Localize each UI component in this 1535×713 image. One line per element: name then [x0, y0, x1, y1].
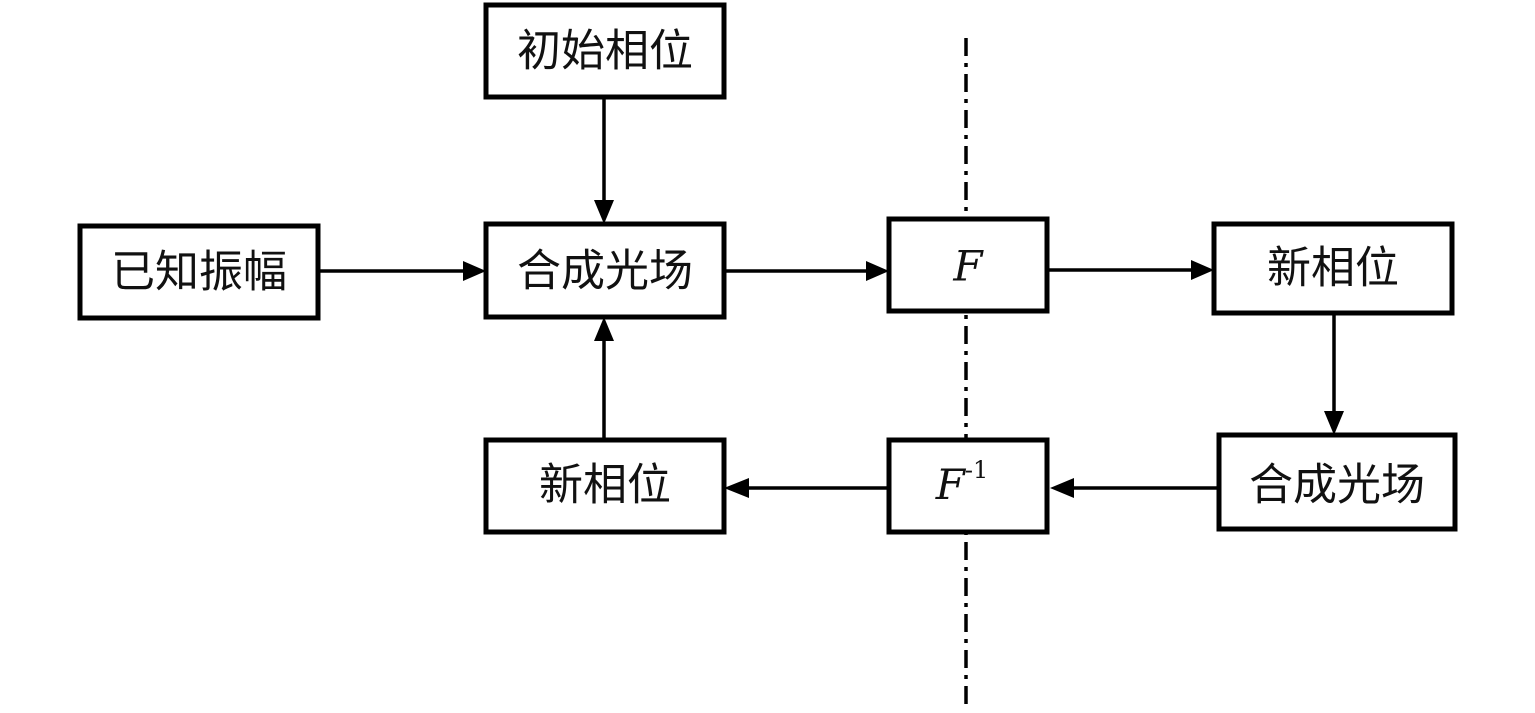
arrow-initial-phase-to-combined-field	[594, 97, 614, 224]
arrow-new-phase-to-combined-field-feedback	[594, 317, 614, 440]
node-new-phase-2: 新相位	[483, 437, 727, 535]
node-inverse-fourier-transform: F-1	[886, 437, 1050, 535]
node-fourier-transform: F	[886, 216, 1050, 314]
connectors	[318, 97, 1344, 498]
node-combined-field-1: 合成光场	[483, 221, 727, 320]
arrow-fourier-to-new-phase	[1047, 260, 1214, 280]
combined-field-2-label: 合成光场	[1249, 460, 1425, 511]
known-amplitude-label: 已知振幅	[111, 247, 287, 298]
arrow-combined-field-to-inverse-fourier	[1050, 478, 1219, 498]
initial-phase-label: 初始相位	[517, 26, 693, 77]
node-new-phase-1: 新相位	[1211, 221, 1455, 316]
arrow-inverse-fourier-to-new-phase	[724, 478, 889, 498]
inverse-fourier-base: F	[935, 460, 967, 509]
node-initial-phase: 初始相位	[483, 2, 727, 100]
inverse-fourier-label: F-1	[935, 456, 989, 509]
new-phase-1-label: 新相位	[1267, 243, 1399, 294]
combined-field-1-label: 合成光场	[517, 246, 693, 297]
arrow-known-amplitude-to-combined-field	[318, 261, 486, 281]
arrow-new-phase-to-combined-field	[1324, 313, 1344, 435]
fourier-label: F	[952, 242, 984, 291]
arrow-combined-field-to-fourier	[724, 261, 889, 281]
new-phase-2-label: 新相位	[539, 460, 671, 511]
inverse-fourier-exponent: -1	[965, 456, 988, 484]
node-known-amplitude: 已知振幅	[77, 223, 321, 321]
node-combined-field-2: 合成光场	[1216, 432, 1458, 532]
